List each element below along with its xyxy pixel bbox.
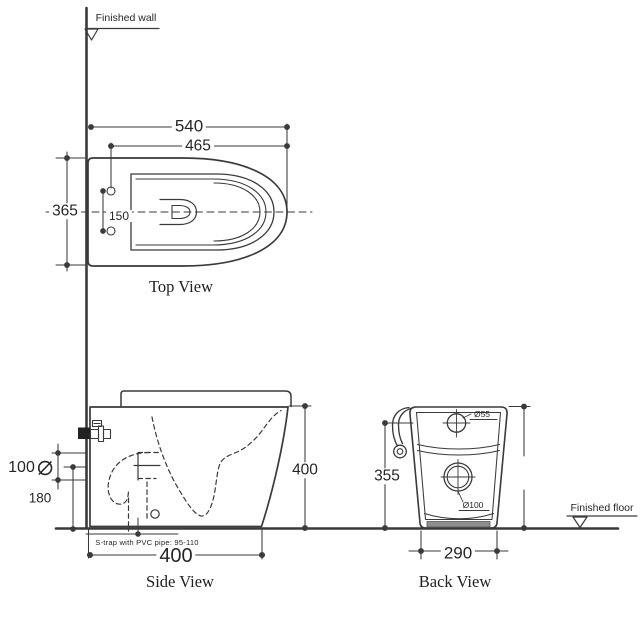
side-view-title: Side View <box>146 571 214 591</box>
water-supply-hose <box>391 406 415 459</box>
hose-connector <box>393 444 407 459</box>
trap-note-leader <box>85 517 179 537</box>
dim-150 <box>100 188 106 234</box>
dim-label-355: 355 <box>371 468 403 484</box>
dim-label-150: 150 <box>105 210 133 222</box>
toilet-body-outline-back <box>409 406 508 529</box>
tank-inner-line <box>415 411 502 521</box>
dim-label-365: 365 <box>49 203 81 219</box>
top-view-drawing <box>45 123 313 272</box>
dim-180-inlet-height <box>70 464 76 532</box>
s-trap-hidden-outline <box>107 409 282 532</box>
floor-datum-triangle-icon <box>572 516 588 529</box>
trap-outlet-circle <box>150 509 160 519</box>
top-view-title: Top View <box>148 276 214 296</box>
body-seam-line <box>416 443 501 450</box>
dim-label-540: 540 <box>171 117 207 135</box>
dim-label-400-depth: 400 <box>156 546 196 566</box>
finished-wall-label: Finished wall <box>95 11 157 24</box>
inlet-pipe-detail <box>133 451 161 481</box>
fixing-hole <box>106 226 116 236</box>
side-view-drawing <box>51 390 312 560</box>
dim-label-290: 290 <box>440 544 476 562</box>
s-trap-note: S-trap with PVC pipe: 95-110 <box>95 538 199 548</box>
seat-outline <box>130 173 275 251</box>
dim-label-180: 180 <box>25 491 55 505</box>
seat-lid-profile <box>120 390 292 408</box>
dim-label-465: 465 <box>182 138 214 154</box>
base-plate <box>426 521 491 528</box>
wall-datum-triangle-icon <box>84 28 99 41</box>
outlet-hole <box>440 459 490 511</box>
inlet-hole-label: Ø55 <box>473 408 491 419</box>
water-inlet-valve <box>78 419 112 443</box>
base-curve-line <box>423 512 495 520</box>
body-seam-line <box>416 449 501 456</box>
outlet-hole-label: Ø100 <box>462 499 484 510</box>
dim-label-100-value: 100 <box>8 459 35 476</box>
back-view-drawing <box>382 403 531 560</box>
diameter-icon <box>37 460 53 476</box>
dim-label-100-inlet: 100 <box>8 459 54 477</box>
finished-floor-marker <box>566 515 638 529</box>
finished-wall-marker <box>84 27 160 41</box>
toilet-body-outline-side <box>89 406 289 528</box>
inlet-hole <box>442 409 498 438</box>
finished-floor-label: Finished floor <box>570 501 634 514</box>
dim-label-400-height: 400 <box>289 462 321 478</box>
dim-100-inlet <box>51 443 87 490</box>
dim-overall-height-line <box>508 403 531 531</box>
back-view-title: Back View <box>418 571 492 591</box>
